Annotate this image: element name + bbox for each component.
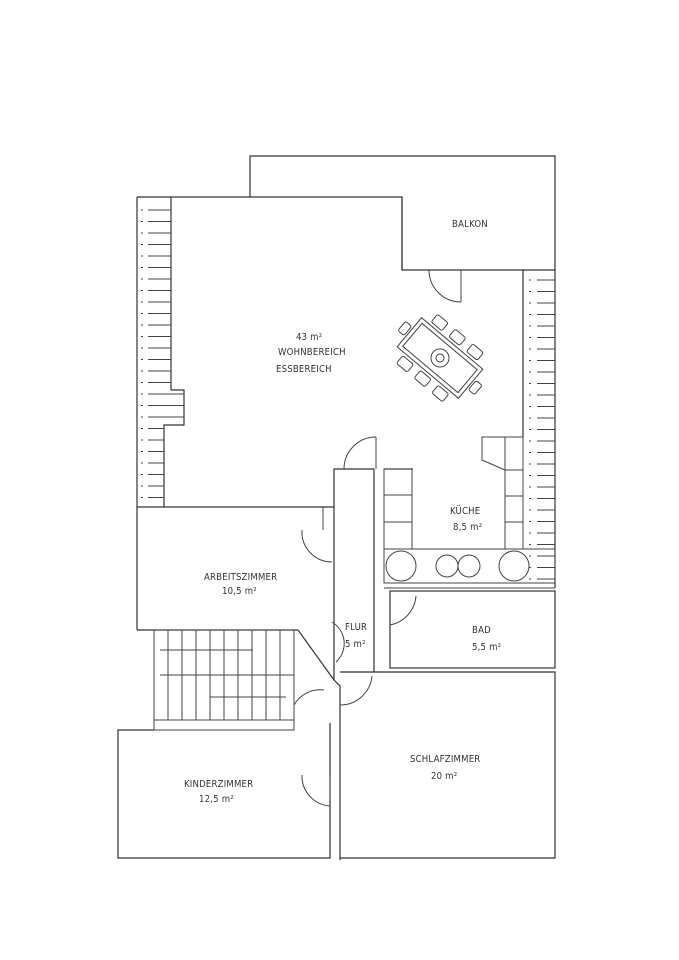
wohnbereich-room — [136, 196, 556, 630]
label-kinderzimmer: KINDERZIMMER — [184, 779, 253, 790]
label-arbeitszimmer-area: 10,5 m² — [222, 586, 257, 597]
label-kueche-area: 8,5 m² — [453, 522, 482, 533]
label-arbeitszimmer: ARBEITSZIMMER — [204, 572, 277, 583]
label-balkon: BALKON — [452, 219, 488, 230]
dining-table — [396, 314, 484, 402]
label-schlafzimmer: SCHLAFZIMMER — [410, 754, 480, 765]
label-schlafzimmer-area: 20 m² — [431, 771, 457, 782]
label-bad-area: 5,5 m² — [472, 642, 501, 653]
label-flur: FLUR — [345, 622, 367, 633]
schlafzimmer-room — [339, 671, 556, 859]
label-wohnbereich-area: 43 m² — [296, 332, 322, 343]
label-bad: BAD — [472, 625, 491, 636]
right-radiator-ribs — [529, 279, 555, 580]
kueche-room — [383, 436, 556, 589]
staircase — [153, 629, 295, 731]
label-flur-area: 5 m² — [345, 639, 366, 650]
kinderzimmer-room — [117, 689, 331, 859]
bad-room — [389, 590, 556, 669]
flur-room — [297, 436, 377, 860]
label-wohnbereich: WOHNBEREICH — [278, 347, 346, 358]
label-kueche: KÜCHE — [450, 506, 480, 517]
label-essbereich: ESSBEREICH — [276, 364, 332, 375]
left-radiator-ribs — [141, 209, 184, 498]
label-kinderzimmer-area: 12,5 m² — [199, 794, 234, 805]
